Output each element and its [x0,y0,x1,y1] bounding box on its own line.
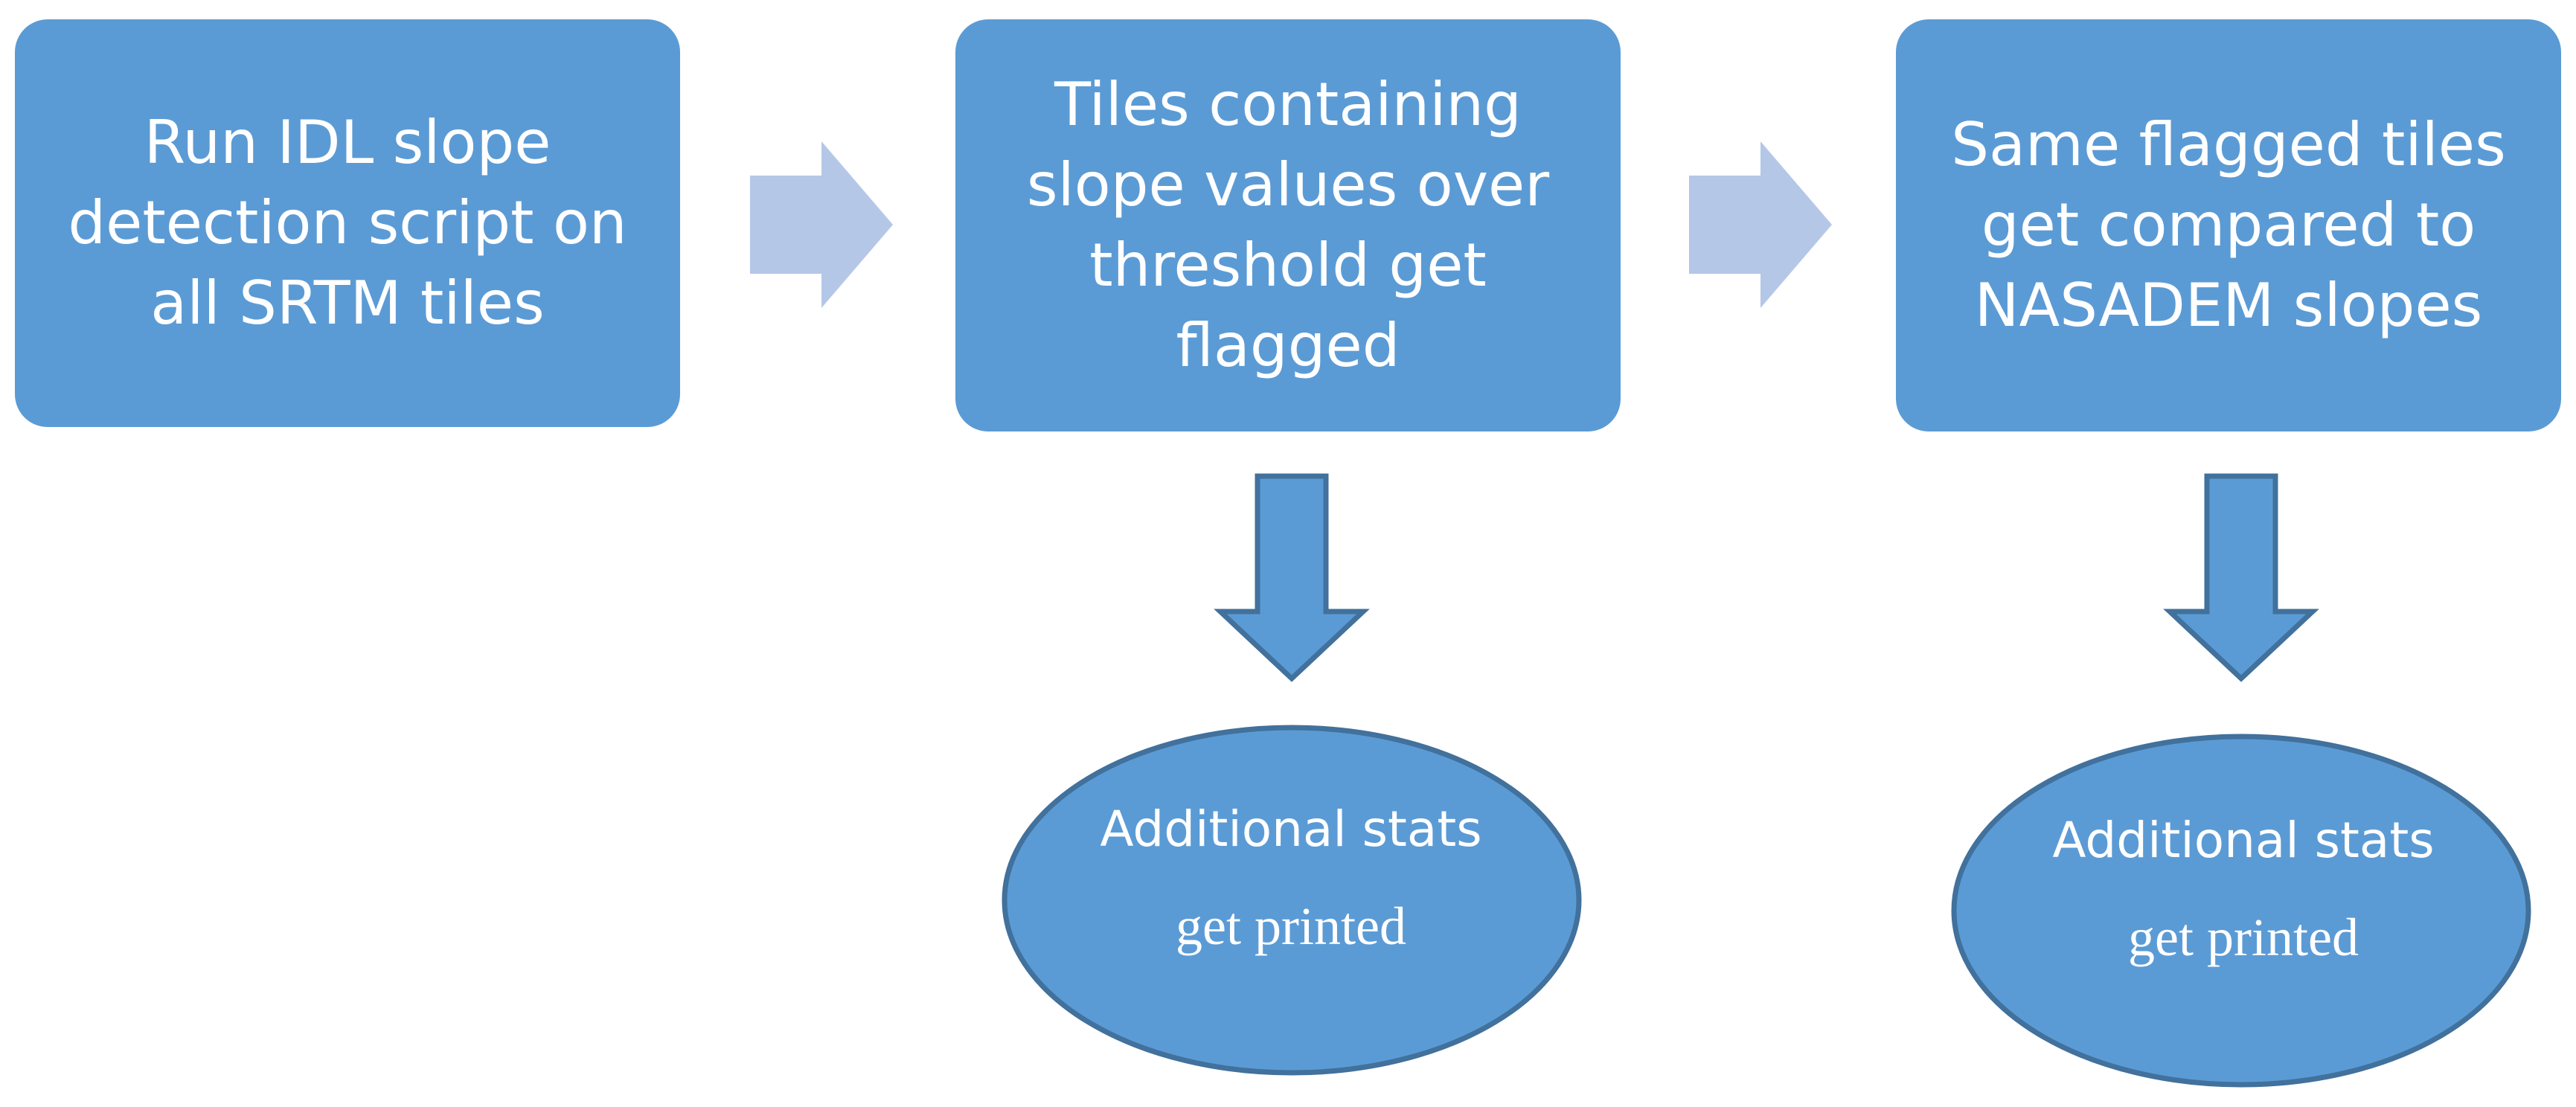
step-text: Same flagged tiles get compared to NASAD… [1951,110,2506,340]
down-arrow-2 [2163,473,2319,682]
output-label-2: Additional stats get printed [1953,751,2534,1027]
right-arrow-1 [750,141,893,308]
right-arrow-2 [1689,141,1832,308]
step-box-compare-nasadem: Same flagged tiles get compared to NASAD… [1896,19,2561,431]
step-box-flag-tiles: Tiles containing slope values over thres… [955,19,1621,431]
output-ellipse-2 [1951,734,2531,1088]
output-ellipse-1 [1002,725,1582,1076]
output-text-line1: Additional stats [1100,800,1482,858]
output-text-line2: get printed [1176,896,1406,956]
output-text-line1: Additional stats [2052,812,2435,869]
step-text: Tiles containing slope values over thres… [1026,70,1550,380]
output-label-1: Additional stats get printed [1001,744,1581,1012]
step-box-run-script: Run IDL slope detection script on all SR… [15,19,680,427]
down-arrow-1 [1214,473,1370,682]
output-text-line2: get printed [2128,908,2359,967]
step-text: Run IDL slope detection script on all SR… [68,108,627,338]
